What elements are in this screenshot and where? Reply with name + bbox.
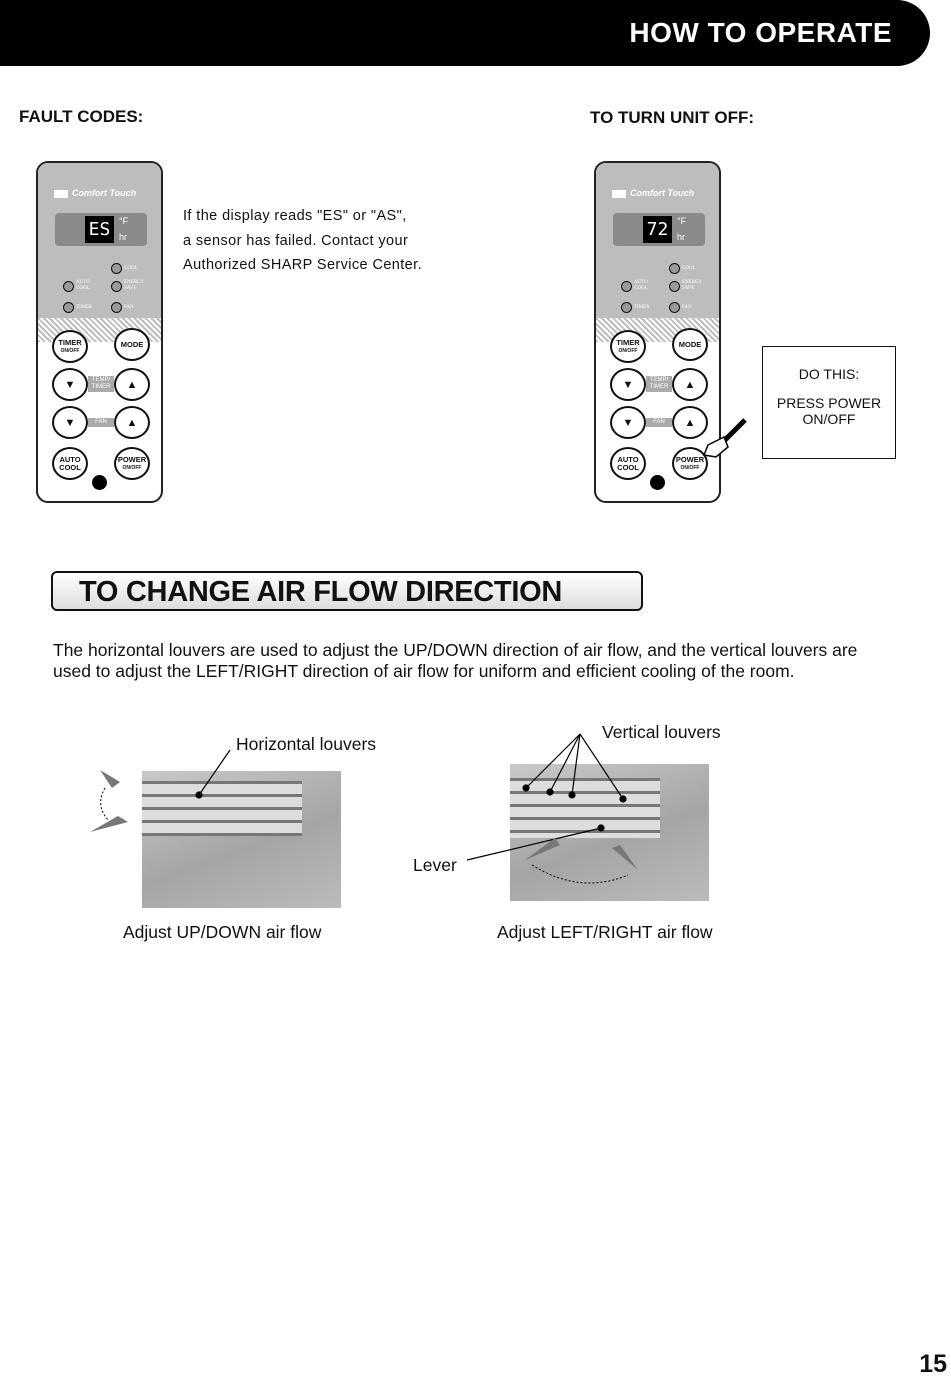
unit-hr: hr [119, 232, 128, 242]
fan-down-button[interactable]: ▼ [52, 406, 88, 439]
header-title: HOW TO OPERATE [629, 17, 892, 48]
temp-up-button[interactable]: ▲ [114, 368, 150, 401]
sensor-dot [92, 475, 107, 490]
do-this-line: PRESS POWER [776, 395, 882, 411]
lever-label: Lever [413, 855, 457, 875]
temp-down-button[interactable]: ▼ [610, 368, 646, 401]
led-label: TIMER [76, 305, 92, 310]
fan-up-button[interactable]: ▲ [114, 406, 150, 439]
do-this-box: DO THIS: PRESS POWER ON/OFF [762, 346, 896, 459]
fault-line: If the display reads "ES" or "AS", [183, 208, 407, 224]
fan-up-button[interactable]: ▲ [672, 406, 708, 439]
display-digits: 72 [643, 216, 672, 243]
led-auto-cool [621, 281, 632, 292]
led-auto-cool [63, 281, 74, 292]
unit-hr: hr [677, 232, 686, 242]
sensor-dot [650, 475, 665, 490]
fan-label: FAN [88, 418, 114, 427]
comfort-touch-logo: Comfort Touch [54, 188, 136, 198]
vertical-louvers-label: Vertical louvers [602, 722, 721, 742]
unit-f: °F [677, 216, 687, 226]
horizontal-louvers-photo [142, 771, 341, 908]
do-this-line: ON/OFF [802, 411, 856, 427]
temp-timer-label: TEMP/TIMER [646, 376, 672, 392]
fan-down-button[interactable]: ▼ [610, 406, 646, 439]
pointing-hand-icon [702, 418, 747, 458]
comfort-touch-logo: Comfort Touch [612, 188, 694, 198]
do-this-title: DO THIS: [798, 366, 860, 382]
fan-label: FAN [646, 418, 672, 427]
led-label: COOL [124, 266, 138, 271]
led-timer [621, 302, 632, 313]
led-label: FAN [124, 305, 134, 310]
led-fan [111, 302, 122, 313]
caption-left-right: Adjust LEFT/RIGHT air flow [497, 922, 713, 942]
fault-line: a sensor has failed. Contact your [183, 232, 409, 249]
temp-timer-label: TEMP/TIMER [88, 376, 114, 392]
turn-off-heading: TO TURN UNIT OFF: [590, 108, 754, 127]
led-label: COOL [682, 266, 696, 271]
annotation-lines [90, 733, 638, 884]
airflow-banner: TO CHANGE AIR FLOW DIRECTION [51, 571, 643, 611]
led-cool [111, 263, 122, 274]
led-cool [669, 263, 680, 274]
horizontal-louvers-label: Horizontal louvers [236, 734, 377, 754]
display: ES °F hr [55, 213, 147, 246]
led-label: TIMER [634, 305, 650, 310]
unit-f: °F [119, 216, 129, 226]
mode-button[interactable]: MODE [114, 328, 150, 361]
temp-down-button[interactable]: ▼ [52, 368, 88, 401]
led-energy-save [669, 281, 680, 292]
fault-description: If the display reads "ES" or "AS", a sen… [183, 204, 422, 278]
vertical-louvers-photo [510, 764, 709, 901]
led-energy-save [111, 281, 122, 292]
header-bar: HOW TO OPERATE [0, 0, 930, 66]
caption-up-down: Adjust UP/DOWN air flow [123, 922, 322, 942]
fault-line: Authorized SHARP Service Center. [183, 257, 423, 273]
display: 72 °F hr [613, 213, 705, 246]
temp-up-button[interactable]: ▲ [672, 368, 708, 401]
page-number: 15 [919, 1350, 947, 1378]
mode-button[interactable]: MODE [672, 328, 708, 361]
airflow-intro: The horizontal louvers are used to adjus… [53, 640, 858, 681]
display-digits: ES [85, 216, 114, 243]
led-timer [63, 302, 74, 313]
fault-codes-heading: FAULT CODES: [19, 107, 144, 126]
led-label: FAN [682, 305, 692, 310]
led-fan [669, 302, 680, 313]
